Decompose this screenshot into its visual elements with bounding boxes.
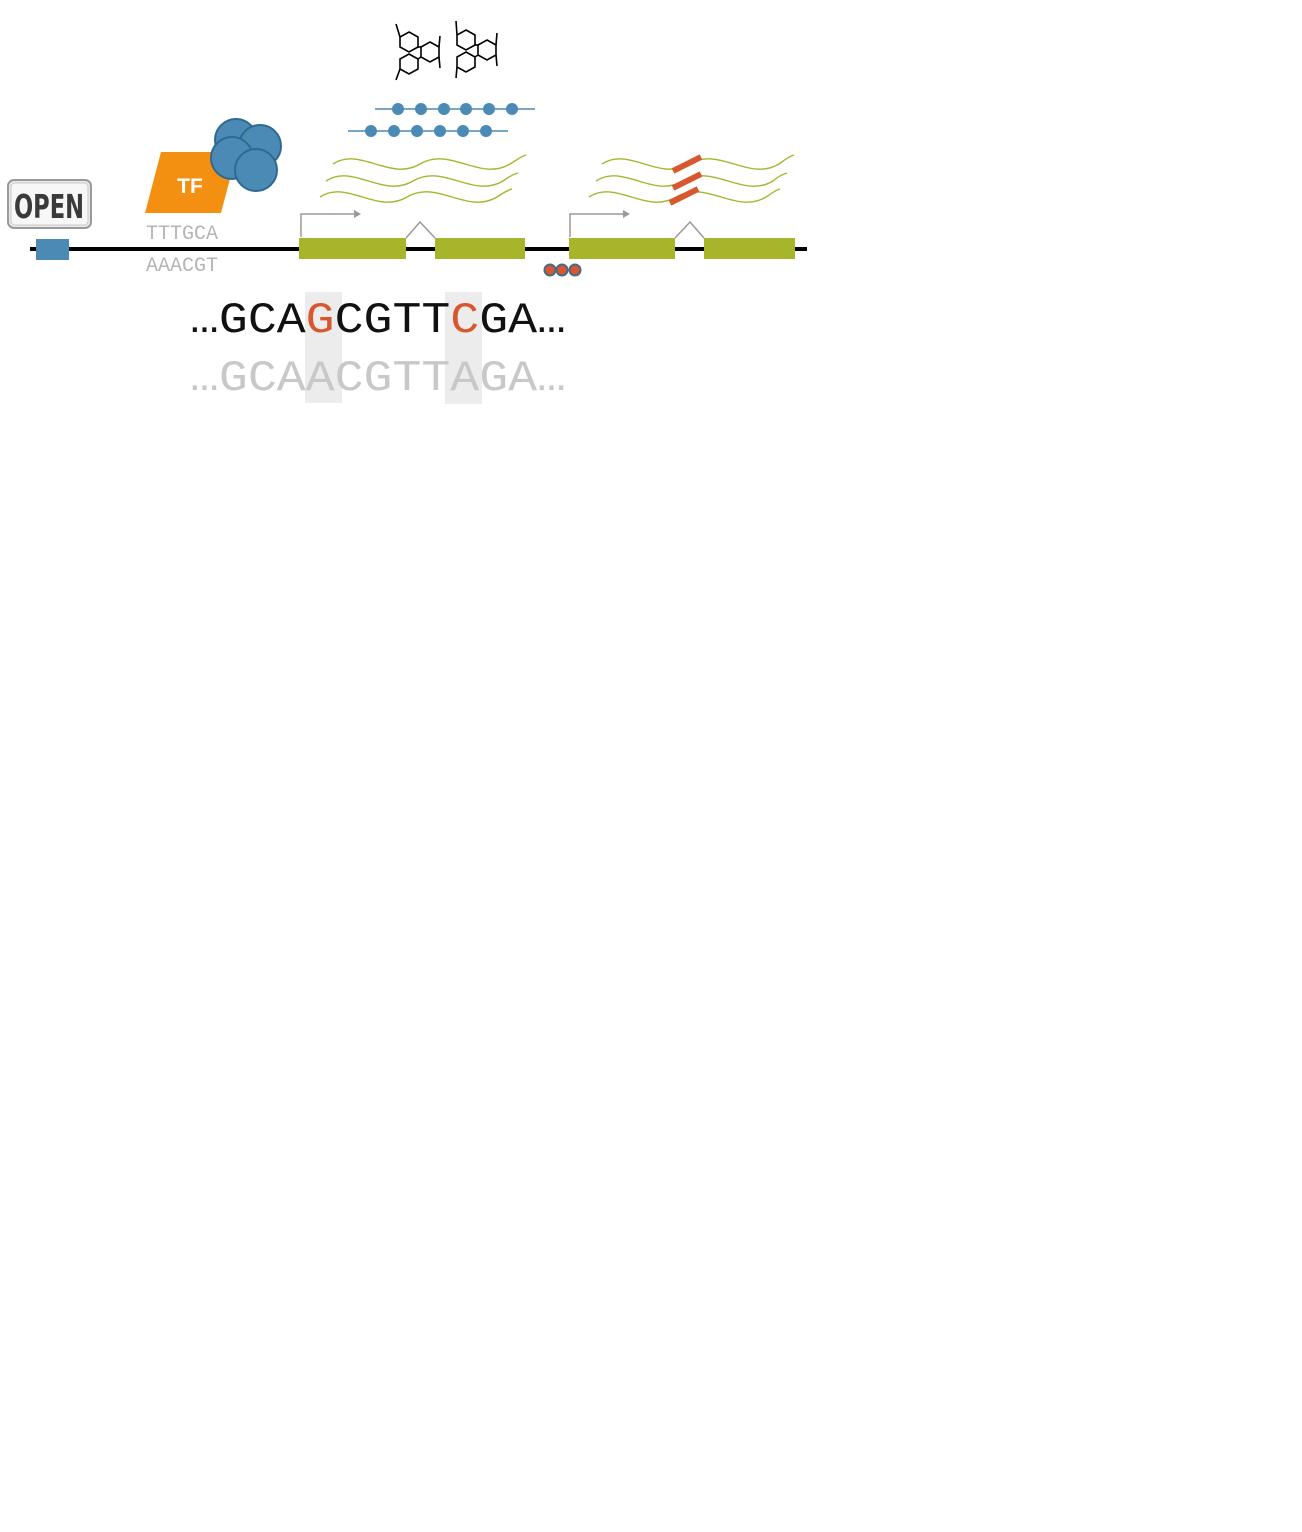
exon xyxy=(435,238,525,259)
mirna-icon xyxy=(668,154,703,206)
tss-arrow-icon xyxy=(569,210,630,237)
seq-alt-prefix: …GCA xyxy=(190,354,306,404)
tss-arrow-icon xyxy=(300,210,361,237)
exon xyxy=(299,238,406,259)
methylation-icon xyxy=(543,263,582,277)
transcript xyxy=(595,172,788,187)
transcript-group xyxy=(588,154,795,203)
transcript xyxy=(588,188,781,203)
seq-alt-middle: CGTT xyxy=(335,354,451,404)
seq-ref-variant2: C xyxy=(450,296,479,346)
transcript xyxy=(325,172,519,187)
transcript xyxy=(319,188,513,203)
seq-alt-variant1: A xyxy=(306,354,336,404)
seq-ref-suffix: GA… xyxy=(479,296,566,346)
motif-bottom: AAACGT xyxy=(146,255,218,278)
open-sign-label: OPEN xyxy=(14,187,84,226)
seq-alt-variant2: A xyxy=(450,354,480,404)
regulatory-element xyxy=(36,239,69,260)
seq-ref-middle: CGTT xyxy=(335,296,451,346)
splice-junction xyxy=(405,220,436,239)
open-sign-icon: OPEN xyxy=(7,179,92,229)
seq-ref-variant1: G xyxy=(306,296,335,346)
metabolite-molecule-icon xyxy=(395,20,498,81)
protein-complex-icon xyxy=(210,118,282,192)
seq-alt-suffix: GA… xyxy=(479,354,566,404)
splice-junction xyxy=(674,220,705,239)
seq-ref-prefix: …GCA xyxy=(190,296,306,346)
variant-highlight xyxy=(305,292,342,403)
tf-label: TF xyxy=(177,175,203,198)
transcript-group xyxy=(319,154,527,203)
variant-highlight xyxy=(445,292,482,404)
polysome-icon xyxy=(348,103,535,137)
transcript xyxy=(332,154,527,170)
exon xyxy=(704,238,795,259)
motif-top: TTTGCA xyxy=(146,223,218,246)
transcript xyxy=(601,154,795,170)
exon xyxy=(569,238,675,259)
